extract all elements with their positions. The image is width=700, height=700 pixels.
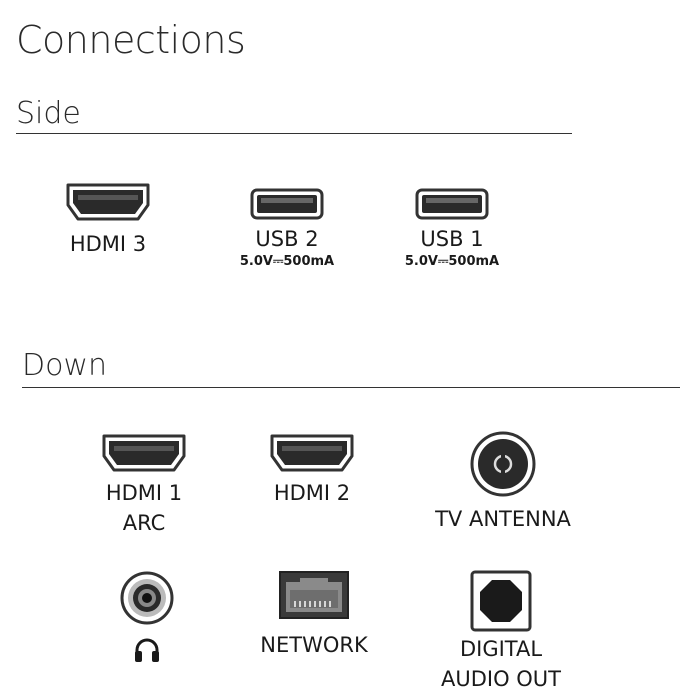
port-digital-audio-out: DIGITAL AUDIO OUT bbox=[425, 570, 577, 694]
port-usb2: USB 2 5.0V⎓500mA bbox=[222, 187, 352, 270]
port-hdmi1: HDMI 1 ARC bbox=[96, 432, 192, 538]
hdmi-port-icon bbox=[66, 183, 150, 221]
port-hdmi2: HDMI 2 bbox=[264, 432, 360, 508]
hdmi2-label: HDMI 2 bbox=[273, 481, 351, 505]
optical-label-line2: AUDIO OUT bbox=[440, 667, 562, 691]
ethernet-port-icon bbox=[279, 571, 349, 619]
hdmi1-label-line1: HDMI 1 bbox=[105, 481, 183, 505]
hdmi-port-icon bbox=[270, 434, 354, 472]
section-title-side: Side bbox=[16, 96, 81, 131]
antenna-label: TV ANTENNA bbox=[435, 507, 571, 531]
down-divider bbox=[22, 387, 680, 388]
usb-port-icon bbox=[415, 188, 489, 220]
audio-jack-icon bbox=[120, 571, 174, 625]
usb2-power-spec: 5.0V⎓500mA bbox=[239, 254, 335, 269]
port-hdmi3: HDMI 3 bbox=[60, 181, 156, 259]
coax-antenna-icon bbox=[470, 431, 536, 497]
hdmi1-label-line2: ARC bbox=[122, 511, 166, 535]
usb1-power-spec: 5.0V⎓500mA bbox=[404, 254, 500, 269]
hdmi3-label: HDMI 3 bbox=[69, 232, 147, 256]
port-headphone bbox=[114, 570, 180, 664]
headphones-icon bbox=[135, 638, 159, 662]
port-network: NETWORK bbox=[248, 570, 380, 660]
side-divider bbox=[16, 133, 572, 134]
optical-label-line1: DIGITAL bbox=[459, 637, 543, 661]
optical-toslink-icon bbox=[470, 570, 532, 632]
section-title-down: Down bbox=[22, 348, 108, 383]
page-title: Connections bbox=[16, 18, 246, 62]
usb-port-icon bbox=[250, 188, 324, 220]
usb2-label: USB 2 bbox=[255, 227, 319, 251]
hdmi-port-icon bbox=[102, 434, 186, 472]
port-usb1: USB 1 5.0V⎓500mA bbox=[387, 187, 517, 270]
usb1-label: USB 1 bbox=[420, 227, 484, 251]
network-label: NETWORK bbox=[260, 633, 368, 657]
port-tv-antenna: TV ANTENNA bbox=[418, 430, 588, 534]
